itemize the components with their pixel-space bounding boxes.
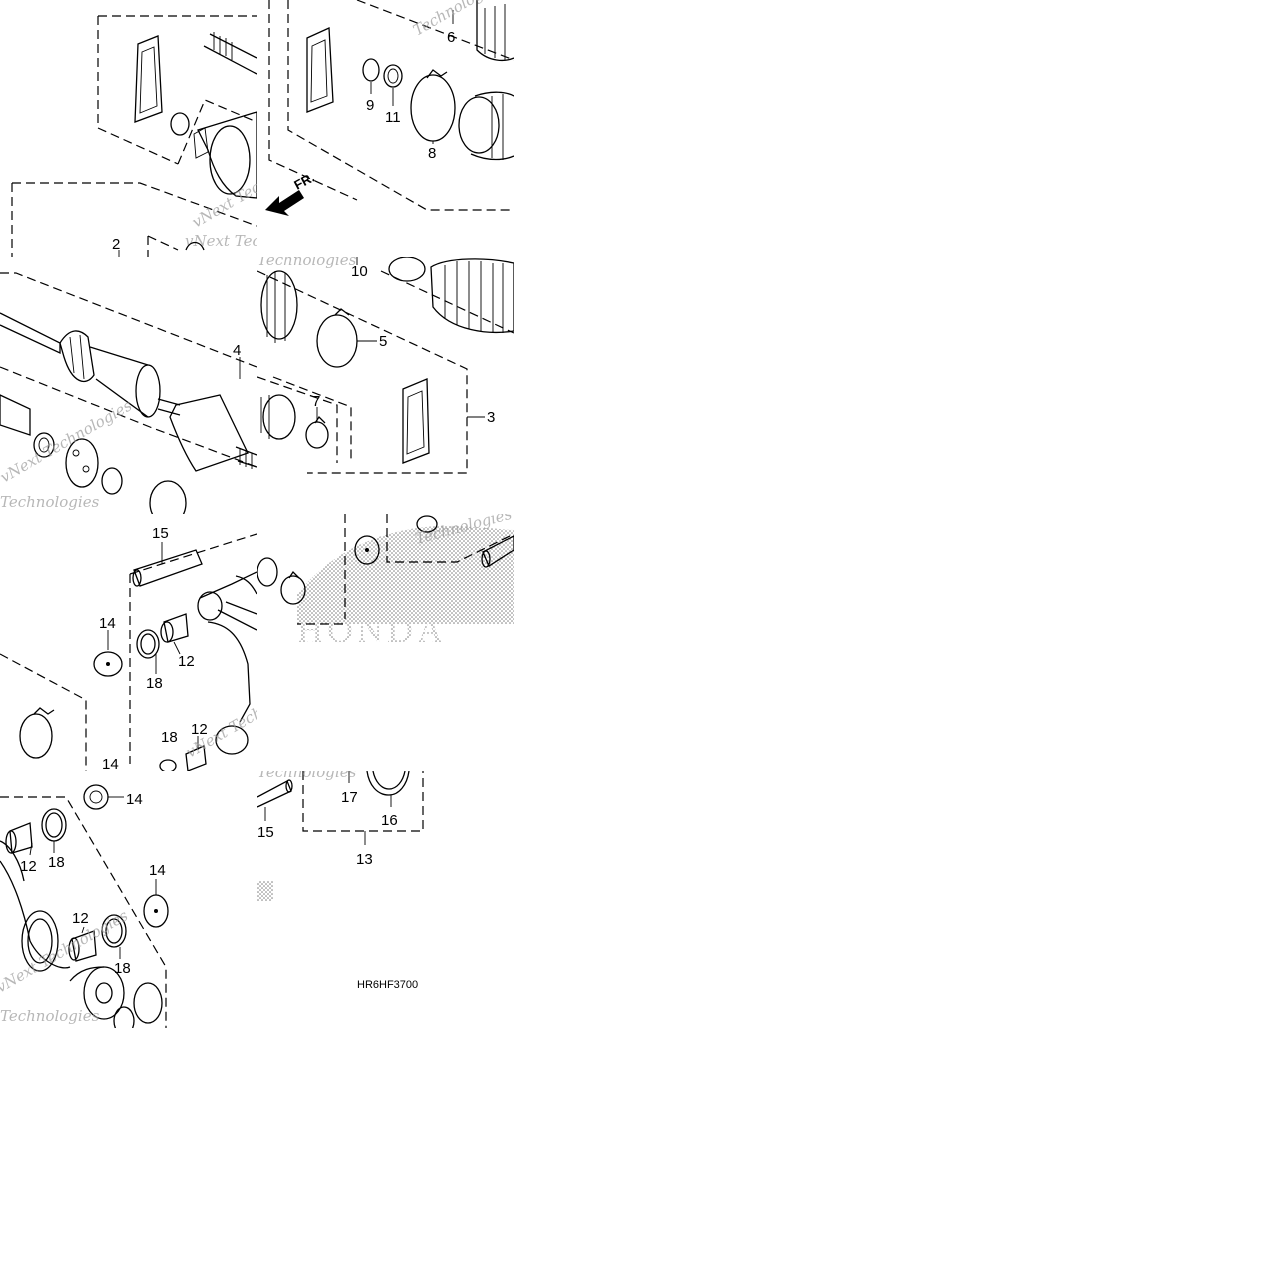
callout-15: 15 <box>257 824 274 841</box>
bushing-icon <box>160 613 189 643</box>
callout-14: 14 <box>102 756 119 771</box>
callout-13: 13 <box>356 851 373 868</box>
pivot-pipe-icon <box>481 535 514 568</box>
boot-band-icon <box>416 515 438 533</box>
diagram-tile-top-left: 2 vNext Technologies vNext Technologies <box>0 0 257 257</box>
circlip-icon <box>362 58 380 82</box>
callout-18: 18 <box>161 729 178 746</box>
diagram-tile-middle-left: 4 Technologies vNext Technologies <box>0 257 257 514</box>
callout-14: 14 <box>126 791 143 808</box>
brand-mark: HONDA <box>297 610 447 650</box>
callout-12: 12 <box>178 653 195 670</box>
diagram-tile-lower-left: 15 14 12 18 18 12 14 vNext Technologies <box>0 514 257 771</box>
front-direction-arrow-icon: FR. <box>265 170 317 216</box>
grease-pack-icon <box>402 378 430 464</box>
boot-icon <box>476 0 514 62</box>
callout-18: 18 <box>48 854 65 871</box>
diagram-tile-brand: HONDA Technologies <box>257 514 514 771</box>
ring-icon <box>33 432 55 458</box>
dust-seal-icon <box>159 759 177 771</box>
callout-5: 5 <box>379 333 387 350</box>
watermark-text: vNext Technologies <box>0 906 131 996</box>
callout-15: 15 <box>152 525 169 542</box>
cv-joint-icon <box>193 111 257 199</box>
callout-3: 3 <box>487 409 495 426</box>
drive-shaft-icon <box>0 312 257 472</box>
cage-icon <box>65 438 99 488</box>
boot-band-icon <box>149 480 187 514</box>
knuckle-icon <box>0 840 71 972</box>
oil-seal-icon <box>41 808 67 842</box>
boot-band-icon <box>410 69 456 142</box>
callout-10: 10 <box>351 263 368 280</box>
ring-icon <box>383 64 403 88</box>
snap-ring-icon <box>113 1006 135 1028</box>
diagram-tile-bottom-left: 14 12 18 14 12 18 Technologies vNext Tec… <box>0 771 257 1028</box>
callout-9: 9 <box>366 97 374 114</box>
oil-seal-icon <box>136 629 160 659</box>
callout-12: 12 <box>191 721 208 738</box>
circlip-icon <box>170 112 190 136</box>
diagram-tile-top-middle: 6 9 11 8 FR. Technologies <box>257 0 514 257</box>
oil-seal-icon <box>101 914 127 948</box>
direction-label: FR. <box>291 170 317 193</box>
boot-band-icon <box>19 707 55 759</box>
watermark-text: vNext Technologies <box>189 141 257 231</box>
callout-16: 16 <box>381 812 398 829</box>
callout-8: 8 <box>428 145 436 162</box>
callout-7: 7 <box>312 393 320 410</box>
callout-12: 12 <box>72 910 89 927</box>
circlip-icon <box>101 467 123 495</box>
callout-4: 4 <box>233 342 241 359</box>
callout-14: 14 <box>99 615 116 632</box>
dust-seal-icon <box>354 535 380 565</box>
boot-band-icon <box>316 308 358 368</box>
splined-shaft-icon <box>203 32 257 75</box>
callout-2: 2 <box>112 236 120 253</box>
callout-6: 6 <box>447 29 455 46</box>
callout-18: 18 <box>114 960 131 977</box>
callout-18: 18 <box>146 675 163 692</box>
diagram-tile-bottom-middle: 17 16 15 13 HR6HF3700 Technologies <box>257 771 514 1028</box>
watermark-text: Technologies <box>0 493 100 511</box>
pivot-pipe-icon <box>257 779 293 808</box>
diagram-tile-center: 10 5 7 3 Technologies <box>257 257 514 514</box>
callout-14: 14 <box>149 862 166 879</box>
callout-12: 12 <box>20 858 37 875</box>
oil-seal-icon <box>366 771 410 796</box>
figure-code: HR6HF3700 <box>357 979 418 991</box>
circlip-icon <box>133 982 163 1024</box>
boot-icon <box>458 91 514 161</box>
bearing-icon <box>69 966 125 1020</box>
grease-pack-icon <box>306 27 334 113</box>
dust-seal-icon <box>93 651 123 677</box>
callout-17: 17 <box>341 789 358 806</box>
dust-seal-icon <box>83 784 109 810</box>
grease-pack-icon <box>134 35 163 123</box>
boot-icon <box>260 394 296 440</box>
boot-icon <box>260 270 298 343</box>
joint-housing-icon <box>0 394 31 436</box>
watermark-text: Technologies <box>0 1007 100 1025</box>
watermark-text: Technologies <box>410 0 505 39</box>
swing-arm-icon <box>197 571 257 755</box>
boot-band-icon <box>280 570 306 605</box>
bushing-icon <box>5 822 33 854</box>
bushing-icon <box>68 930 97 962</box>
callout-11: 11 <box>385 109 401 126</box>
ring-icon <box>257 557 278 587</box>
watermark-text: vNext Technologies <box>185 232 257 250</box>
dust-seal-icon <box>143 894 169 928</box>
pivot-pipe-icon <box>132 549 203 587</box>
watermark-text: Technologies <box>257 771 357 781</box>
boot-icon <box>388 257 514 333</box>
watermark-text: Technologies <box>257 257 357 269</box>
